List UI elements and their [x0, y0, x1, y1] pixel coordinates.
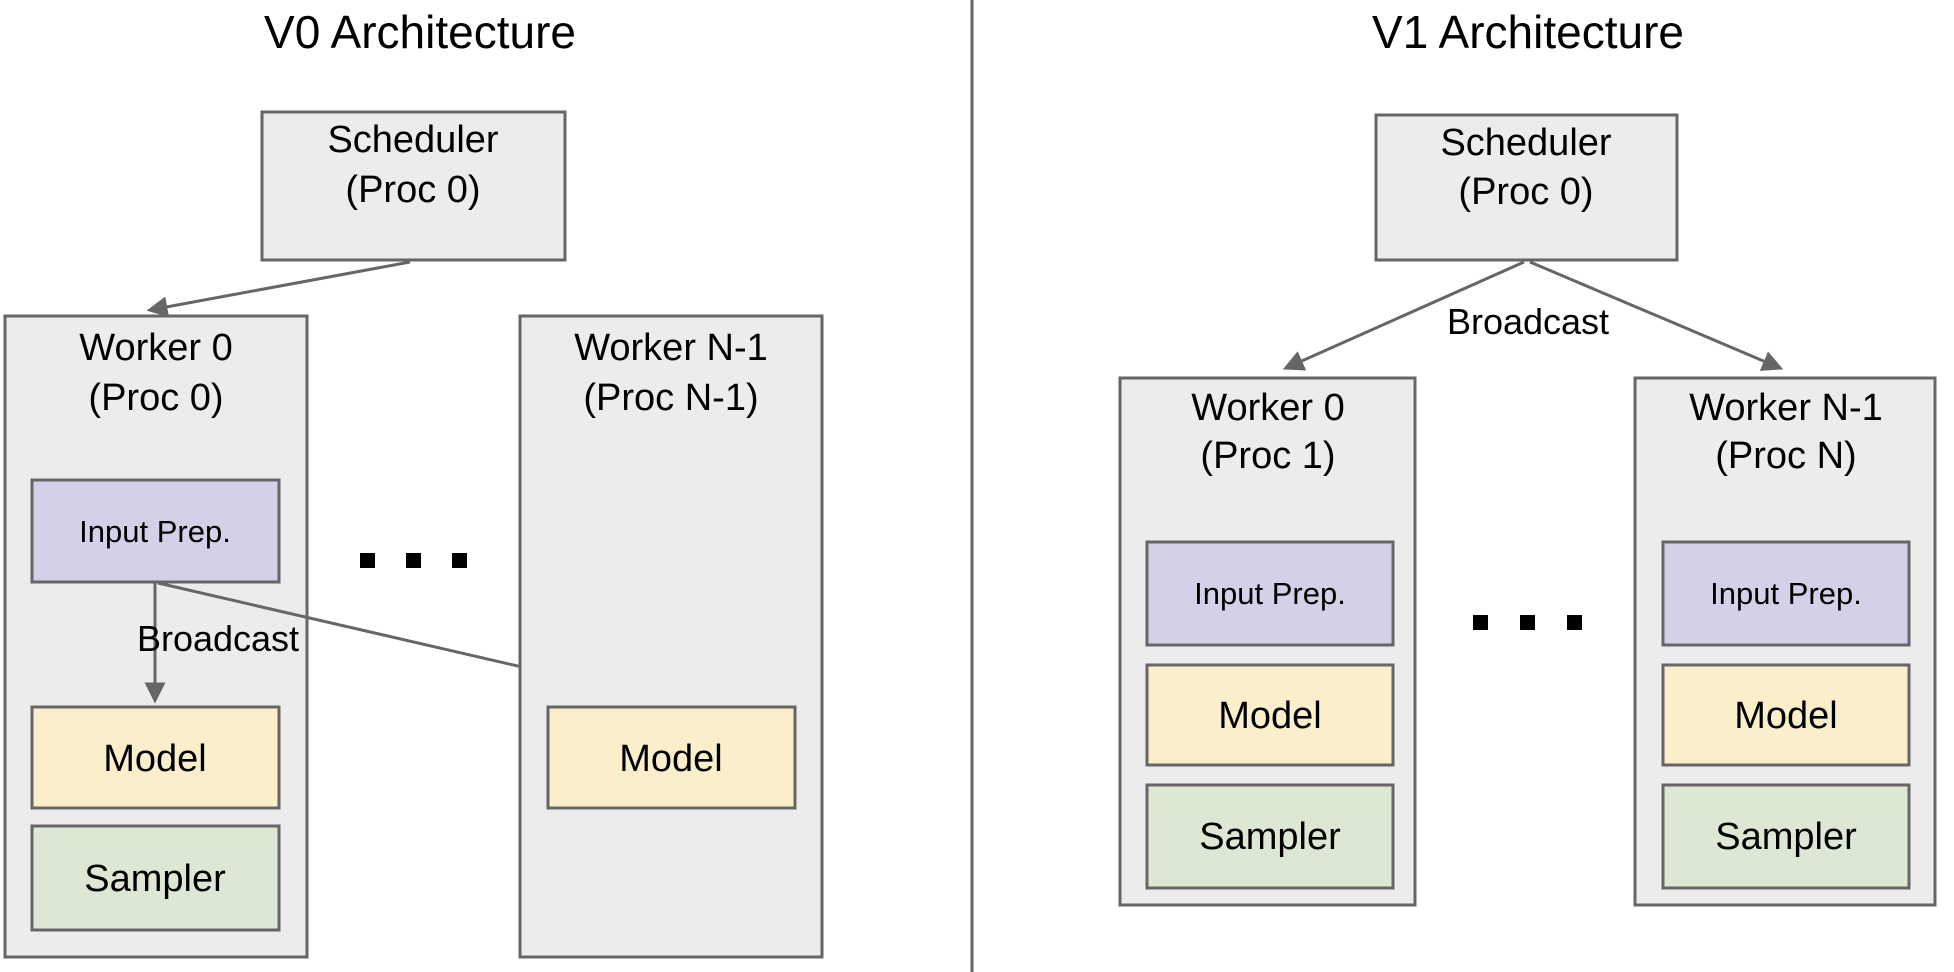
v1-worker-0-input-prep-box[interactable]	[1145, 540, 1395, 647]
v0-ellipsis-dot-2	[406, 553, 421, 568]
v1-worker-0-model-box[interactable]	[1145, 663, 1395, 767]
panel-title-v1: V1 Architecture	[1372, 6, 1684, 58]
v1-worker-0-container[interactable]: Worker 0 (Proc 1) Input Prep. Model Samp…	[1118, 376, 1417, 907]
v0-worker-n-model-box[interactable]	[546, 705, 797, 810]
v0-worker-n-label-line2: (Proc N-1)	[583, 377, 758, 419]
v0-edge-scheduler-to-worker0	[146, 260, 411, 318]
v1-ellipsis-dot-2	[1520, 615, 1535, 630]
v1-worker-0-label-line1: Worker 0	[1191, 387, 1344, 429]
v0-worker-n-label-line1: Worker N-1	[574, 327, 768, 369]
panel-title-v0: V0 Architecture	[264, 6, 576, 58]
v0-worker-0-label-line2: (Proc 0)	[88, 377, 223, 419]
v0-worker-n-container[interactable]: Worker N-1 (Proc N-1) Model	[518, 314, 824, 959]
v0-scheduler-node[interactable]: Scheduler (Proc 0)	[260, 110, 567, 262]
panel-v0: V0 Architecture Scheduler (Proc 0) Worke…	[3, 6, 824, 959]
v1-scheduler-label-line1: Scheduler	[1440, 122, 1611, 164]
v1-ellipsis-dot-1	[1473, 615, 1488, 630]
v0-scheduler-label-line1: Scheduler	[327, 119, 498, 161]
v1-worker-n-model-box[interactable]	[1661, 663, 1911, 767]
v1-worker-n-label-line2: (Proc N)	[1715, 435, 1856, 477]
v0-worker-0-input-prep-box[interactable]	[30, 478, 281, 584]
v1-scheduler-box[interactable]	[1374, 113, 1679, 262]
v0-worker-0-model-box[interactable]	[30, 705, 281, 810]
v0-worker-0-container[interactable]: Worker 0 (Proc 0) Input Prep. Model Samp…	[3, 314, 309, 959]
v0-scheduler-label-line2: (Proc 0)	[345, 169, 480, 211]
v1-ellipsis-dot-3	[1567, 615, 1582, 630]
v1-ellipsis	[1473, 615, 1582, 630]
v1-worker-n-label-line1: Worker N-1	[1689, 387, 1883, 429]
v1-worker-0-sampler-label: Sampler	[1199, 816, 1341, 858]
v1-worker-0-input-prep-label: Input Prep.	[1194, 576, 1346, 611]
v1-arrow-scheduler-worker0	[1282, 260, 1525, 371]
v1-worker-n-sampler-box[interactable]	[1661, 783, 1911, 890]
v1-worker-n-input-prep-box[interactable]	[1661, 540, 1911, 647]
v1-worker-n-input-prep-label: Input Prep.	[1710, 576, 1862, 611]
v0-worker-n-model-label: Model	[619, 738, 723, 780]
v0-arrow-scheduler-worker0	[146, 260, 411, 318]
v0-worker-0-model-label: Model	[103, 738, 207, 780]
v1-worker-0-sampler-box[interactable]	[1145, 783, 1395, 890]
v0-ellipsis-dot-3	[452, 553, 467, 568]
v0-broadcast-label: Broadcast	[137, 618, 299, 659]
v1-worker-0-label-line2: (Proc 1)	[1200, 435, 1335, 477]
v1-worker-n-container[interactable]: Worker N-1 (Proc N) Input Prep. Model Sa…	[1633, 376, 1937, 907]
v1-worker-n-model-label: Model	[1734, 695, 1838, 737]
panel-v1: V1 Architecture Scheduler (Proc 0) Broad…	[1118, 6, 1937, 907]
v0-ellipsis	[360, 553, 467, 568]
v1-scheduler-node[interactable]: Scheduler (Proc 0)	[1374, 113, 1679, 262]
v0-worker-0-label-line1: Worker 0	[79, 327, 232, 369]
v1-scheduler-label-line2: (Proc 0)	[1458, 171, 1593, 213]
v0-worker-0-sampler-label: Sampler	[84, 858, 226, 900]
v0-worker-0-input-prep-label: Input Prep.	[79, 514, 231, 549]
v1-arrow-scheduler-workern	[1529, 260, 1784, 371]
v0-worker-0-sampler-box[interactable]	[30, 824, 281, 932]
v1-worker-n-sampler-label: Sampler	[1715, 816, 1857, 858]
v0-worker-n-box[interactable]	[518, 314, 824, 959]
v0-scheduler-box[interactable]	[260, 110, 567, 262]
v1-worker-0-model-label: Model	[1218, 695, 1322, 737]
v0-ellipsis-dot-1	[360, 553, 375, 568]
v1-broadcast-label: Broadcast	[1447, 301, 1609, 342]
